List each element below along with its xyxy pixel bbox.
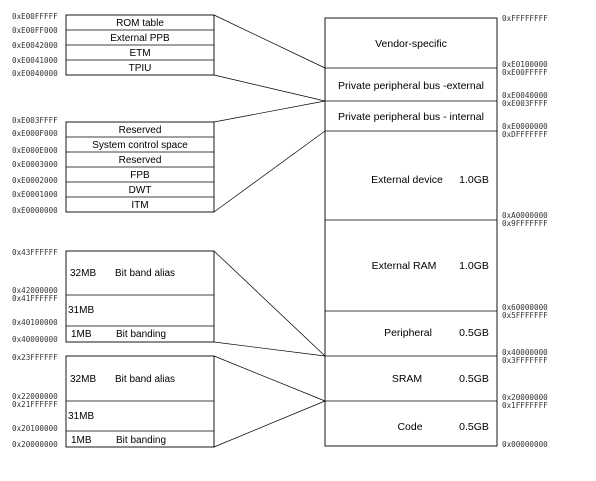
address-label: 0x40100000	[12, 318, 58, 327]
address-label: 0xE0040000	[12, 69, 58, 78]
region-size-peripheral: 0.5GB	[459, 327, 489, 339]
ppb-item-itm: ITM	[131, 200, 148, 211]
sram-bitband-box	[65, 355, 215, 448]
peripheral-bitband-detail: 32MB Bit band alias 31MB 1MB Bit banding…	[12, 248, 215, 344]
address-label: 0xDFFFFFFF	[502, 130, 548, 139]
region-label-external-ram: External RAM	[372, 260, 437, 272]
address-label: 0x22000000	[12, 392, 58, 401]
address-label: 0x40000000	[502, 348, 548, 357]
ppb-internal-detail: Reserved System control space Reserved F…	[12, 116, 215, 215]
peripheral-bitband-box	[65, 250, 215, 343]
ppb-item-reserved: Reserved	[119, 125, 162, 136]
address-label: 0x42000000	[12, 286, 58, 295]
bitband-gap-size: 31MB	[68, 411, 94, 422]
ppb-item-external-ppb: External PPB	[110, 33, 170, 44]
ppb-item-tpiu: TPIU	[129, 63, 152, 74]
memory-map-outline	[324, 17, 498, 447]
bitband-gap-size: 31MB	[68, 305, 94, 316]
ppb-item-reserved: Reserved	[119, 155, 162, 166]
connector-lines	[213, 14, 326, 448]
address-label: 0xE0040000	[502, 91, 548, 100]
address-label: 0x20100000	[12, 424, 58, 433]
address-label: 0x60000000	[502, 303, 548, 312]
address-label: 0x23FFFFFF	[12, 353, 58, 362]
sram-bitband-detail: 32MB Bit band alias 31MB 1MB Bit banding…	[12, 353, 215, 449]
region-label-vendor-specific: Vendor-specific	[375, 38, 447, 50]
ppb-item-etm: ETM	[129, 48, 150, 59]
connector-line	[213, 74, 326, 102]
address-label: 0xE0000000	[502, 122, 548, 131]
address-label: 0xE000F000	[12, 129, 58, 138]
region-label-external-device: External device	[371, 174, 443, 186]
connector-line	[213, 14, 326, 69]
region-label-ppb-external: Private peripheral bus -external	[338, 80, 484, 92]
region-size-external-device: 1.0GB	[459, 174, 489, 186]
address-label: 0xE000E000	[12, 146, 58, 155]
address-label: 0x43FFFFFF	[12, 248, 58, 257]
connector-line	[213, 341, 326, 357]
bitband-region-label: Bit banding	[116, 329, 166, 340]
address-label: 0x20000000	[12, 440, 58, 449]
connector-line	[213, 355, 326, 402]
bitband-alias-size: 32MB	[70, 268, 96, 279]
address-label: 0xE0041000	[12, 56, 58, 65]
address-label: 0xE0001000	[12, 190, 58, 199]
address-label: 0x3FFFFFFF	[502, 356, 548, 365]
ppb-item-dwt: DWT	[129, 185, 152, 196]
address-label: 0xE0000000	[12, 206, 58, 215]
address-label: 0x21FFFFFF	[12, 400, 58, 409]
address-label: 0xE0002000	[12, 176, 58, 185]
region-label-ppb-internal: Private peripheral bus - internal	[338, 111, 484, 123]
bitband-alias-label: Bit band alias	[115, 374, 175, 385]
address-label: 0x00000000	[502, 440, 548, 449]
address-label: 0xA0000000	[502, 211, 548, 220]
address-label: 0xE00FFFFF	[12, 12, 58, 21]
bitband-region-size: 1MB	[71, 329, 92, 340]
address-label: 0xE00FF000	[12, 26, 58, 35]
address-label: 0x1FFFFFFF	[502, 401, 548, 410]
address-label: 0xE003FFFF	[502, 99, 548, 108]
address-label: 0x9FFFFFFF	[502, 219, 548, 228]
connector-line	[213, 130, 326, 213]
region-size-sram: 0.5GB	[459, 373, 489, 385]
address-label: 0xE0042000	[12, 41, 58, 50]
address-label: 0x20000000	[502, 393, 548, 402]
connector-line	[213, 250, 326, 357]
ppb-item-rom-table: ROM table	[116, 18, 164, 29]
ppb-item-fpb: FPB	[130, 170, 150, 181]
region-size-code: 0.5GB	[459, 421, 489, 433]
region-label-code: Code	[397, 421, 422, 433]
region-label-sram: SRAM	[392, 373, 422, 385]
bitband-alias-label: Bit band alias	[115, 268, 175, 279]
ppb-external-detail: ROM table External PPB ETM TPIU 0xE00FFF…	[12, 12, 215, 78]
address-label: 0x40000000	[12, 335, 58, 344]
region-label-peripheral: Peripheral	[384, 327, 432, 339]
address-label: 0xE00FFFFF	[502, 68, 548, 77]
address-label: 0x41FFFFFF	[12, 294, 58, 303]
address-label: 0xE0100000	[502, 60, 548, 69]
bitband-alias-size: 32MB	[70, 374, 96, 385]
connector-line	[213, 100, 326, 123]
bitband-region-size: 1MB	[71, 435, 92, 446]
bitband-region-label: Bit banding	[116, 435, 166, 446]
address-label: 0x5FFFFFFF	[502, 311, 548, 320]
main-memory-map: Vendor-specific Private peripheral bus -…	[324, 17, 498, 447]
connector-line	[213, 400, 326, 448]
address-label: 0xFFFFFFFF	[502, 14, 548, 23]
region-size-external-ram: 1.0GB	[459, 260, 489, 272]
main-address-labels: 0xFFFFFFFF 0xE0100000 0xE00FFFFF 0xE0040…	[502, 14, 548, 449]
address-label: 0xE0003000	[12, 160, 58, 169]
ppb-item-system-control-space: System control space	[92, 140, 188, 151]
address-label: 0xE003FFFF	[12, 116, 58, 125]
